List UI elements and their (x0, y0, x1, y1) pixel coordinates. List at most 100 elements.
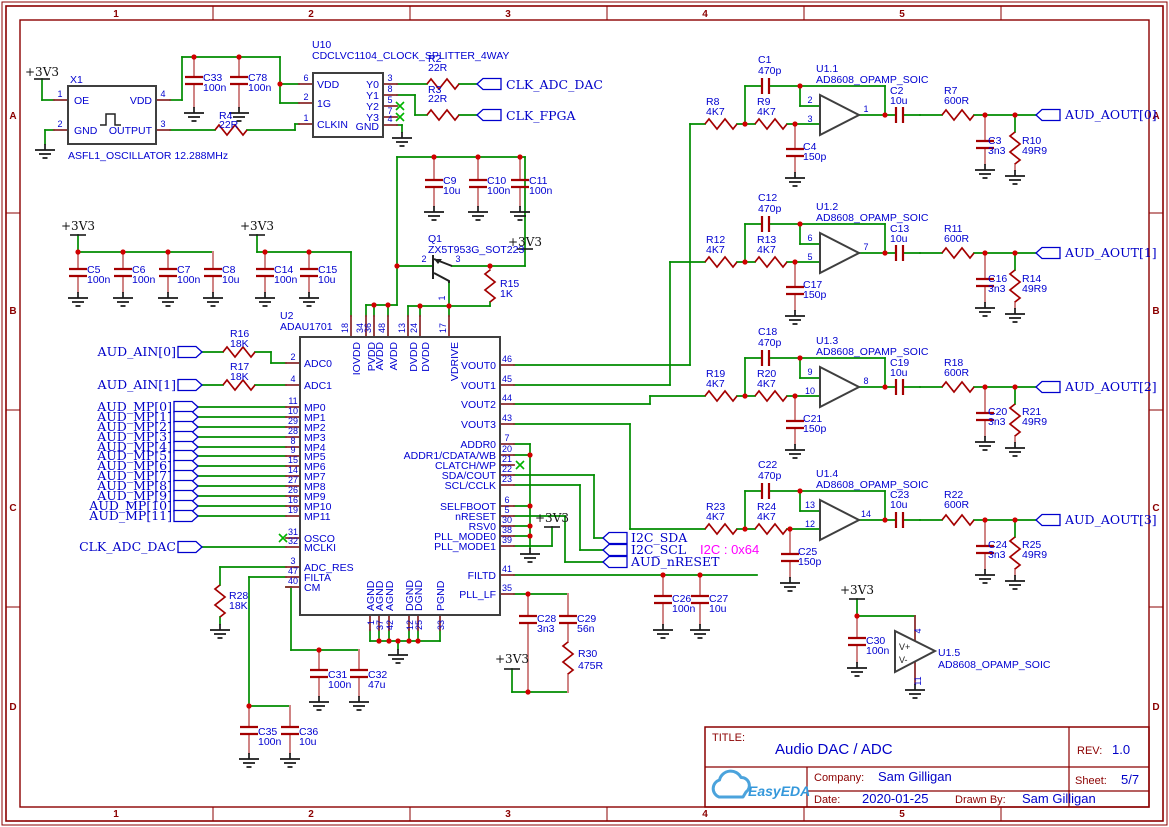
port-aud-aout3-shape[interactable] (1035, 513, 1061, 527)
stage4-rin1-resistor[interactable] (704, 522, 738, 536)
r2-resistor[interactable] (426, 77, 460, 91)
ground-symbol[interactable] (255, 292, 275, 307)
junction-dot (797, 83, 803, 89)
ground-symbol[interactable] (239, 753, 259, 768)
stage2-ground[interactable] (1005, 308, 1025, 323)
stage2-ground[interactable] (785, 310, 805, 325)
stage2-ground[interactable] (975, 302, 995, 317)
ground-symbol[interactable] (184, 107, 204, 122)
port-aud-mp7: AUD_MP[7] (96, 468, 172, 483)
ground-symbol[interactable] (229, 107, 249, 122)
port-aud-aout2-shape[interactable] (1035, 380, 1061, 394)
port-i2c-scl-shape[interactable] (602, 543, 628, 557)
stage4-ground[interactable] (975, 569, 995, 584)
x1-oscillator-body[interactable] (67, 85, 157, 145)
ground-symbol[interactable] (905, 684, 925, 699)
u2-pin-vdrive: VDRIVE (449, 342, 461, 381)
stage1-rout-resistor[interactable] (941, 108, 975, 122)
port-aud-mp5-shape[interactable] (173, 449, 199, 463)
stage2-rout-resistor[interactable] (941, 246, 975, 260)
ground-symbol[interactable] (113, 292, 133, 307)
stage1-rin2-resistor[interactable] (754, 117, 788, 131)
ground-symbol[interactable] (690, 624, 710, 639)
stage4-ground[interactable] (1005, 575, 1025, 590)
stage3-rload-resistor[interactable] (1008, 403, 1022, 437)
frame-row-A: A (1152, 111, 1159, 122)
ground-symbol[interactable] (203, 292, 223, 307)
ground-symbol[interactable] (349, 696, 369, 711)
u2-adau1701-body[interactable] (299, 336, 501, 616)
stage1-rin1-resistor[interactable] (704, 117, 738, 131)
ground-symbol[interactable] (653, 624, 673, 639)
port-aud-mp7-shape[interactable] (173, 469, 199, 483)
r30-resistor[interactable] (561, 641, 575, 675)
port-aud-mp3-shape[interactable] (173, 430, 199, 444)
port-i2c-sda-shape[interactable] (602, 531, 628, 545)
stage2-rin1-resistor[interactable] (704, 255, 738, 269)
r4-resistor[interactable] (214, 123, 248, 137)
r28-resistor[interactable] (213, 584, 227, 618)
stage3-ground[interactable] (975, 436, 995, 451)
ground-symbol[interactable] (280, 753, 300, 768)
r17-resistor[interactable] (222, 378, 256, 392)
port-aud-aout0-shape[interactable] (1035, 108, 1061, 122)
r15-resistor[interactable] (483, 269, 497, 303)
stage3-ground[interactable] (1005, 442, 1025, 457)
u1-3-ref: U1.3 (816, 335, 838, 347)
stage3-rin2-resistor[interactable] (754, 389, 788, 403)
u10-clock-splitter-body[interactable] (312, 72, 384, 138)
stage2-opamp-body[interactable] (819, 231, 862, 275)
stage3-rin1-resistor[interactable] (704, 389, 738, 403)
port-aud-mp11-shape[interactable] (173, 509, 199, 523)
u15-opamp-body[interactable] (894, 629, 938, 674)
port-aud-mp8-shape[interactable] (173, 479, 199, 493)
stage1-opamp-body[interactable] (819, 93, 862, 137)
ground-symbol[interactable] (847, 662, 867, 677)
port-aud-mp6-shape[interactable] (173, 459, 199, 473)
ground-symbol[interactable] (510, 206, 530, 221)
ground-symbol[interactable] (424, 206, 444, 221)
stage1-rload-resistor[interactable] (1008, 131, 1022, 165)
port-aud-mp1-shape[interactable] (173, 410, 199, 424)
junction-dot (527, 452, 533, 458)
port-aud-mp0-shape[interactable] (173, 400, 199, 414)
port-aud-mp9-shape[interactable] (173, 489, 199, 503)
ground-symbol[interactable] (520, 548, 540, 563)
stage2-rin2-resistor[interactable] (754, 255, 788, 269)
stage4-rload-resistor[interactable] (1008, 536, 1022, 570)
stage1-ground[interactable] (1005, 170, 1025, 185)
port-aud-mp2-shape[interactable] (173, 420, 199, 434)
r4-val: 22R (219, 119, 239, 131)
stage4-rin2-resistor[interactable] (754, 522, 788, 536)
port-aud-mp10-shape[interactable] (173, 499, 199, 513)
ground-symbol[interactable] (468, 206, 488, 221)
port-clk-adc-dac-in-shape[interactable] (177, 540, 203, 554)
stage2-rload-resistor[interactable] (1008, 269, 1022, 303)
ground-symbol[interactable] (210, 624, 230, 639)
ground-symbol[interactable] (388, 649, 408, 664)
port-clk-adc-dac-out-shape[interactable] (476, 77, 502, 91)
port-aud-ain1-shape[interactable] (177, 378, 203, 392)
stage3-rout-resistor[interactable] (941, 380, 975, 394)
stage4-ground[interactable] (780, 577, 800, 592)
port-clk-fpga-shape[interactable] (476, 108, 502, 122)
port-aud-aout1-shape[interactable] (1035, 246, 1061, 260)
port-aud-ain0-shape[interactable] (177, 345, 203, 359)
r16-resistor[interactable] (222, 345, 256, 359)
port-aud-nreset-shape[interactable] (602, 555, 628, 569)
stage4-opamp-body[interactable] (819, 498, 862, 542)
stage1-ground[interactable] (975, 164, 995, 179)
u2-pin-mp6: MP6 (304, 461, 326, 473)
ground-symbol[interactable] (158, 292, 178, 307)
stage3-opamp-body[interactable] (819, 365, 862, 409)
ground-symbol[interactable] (35, 144, 55, 159)
stage3-ground[interactable] (785, 444, 805, 459)
ground-symbol[interactable] (309, 696, 329, 711)
ground-symbol[interactable] (299, 292, 319, 307)
ground-symbol[interactable] (68, 292, 88, 307)
stage1-ground[interactable] (785, 172, 805, 187)
stage4-rout-resistor[interactable] (941, 513, 975, 527)
r3-resistor[interactable] (426, 108, 460, 122)
ground-symbol[interactable] (392, 132, 412, 147)
